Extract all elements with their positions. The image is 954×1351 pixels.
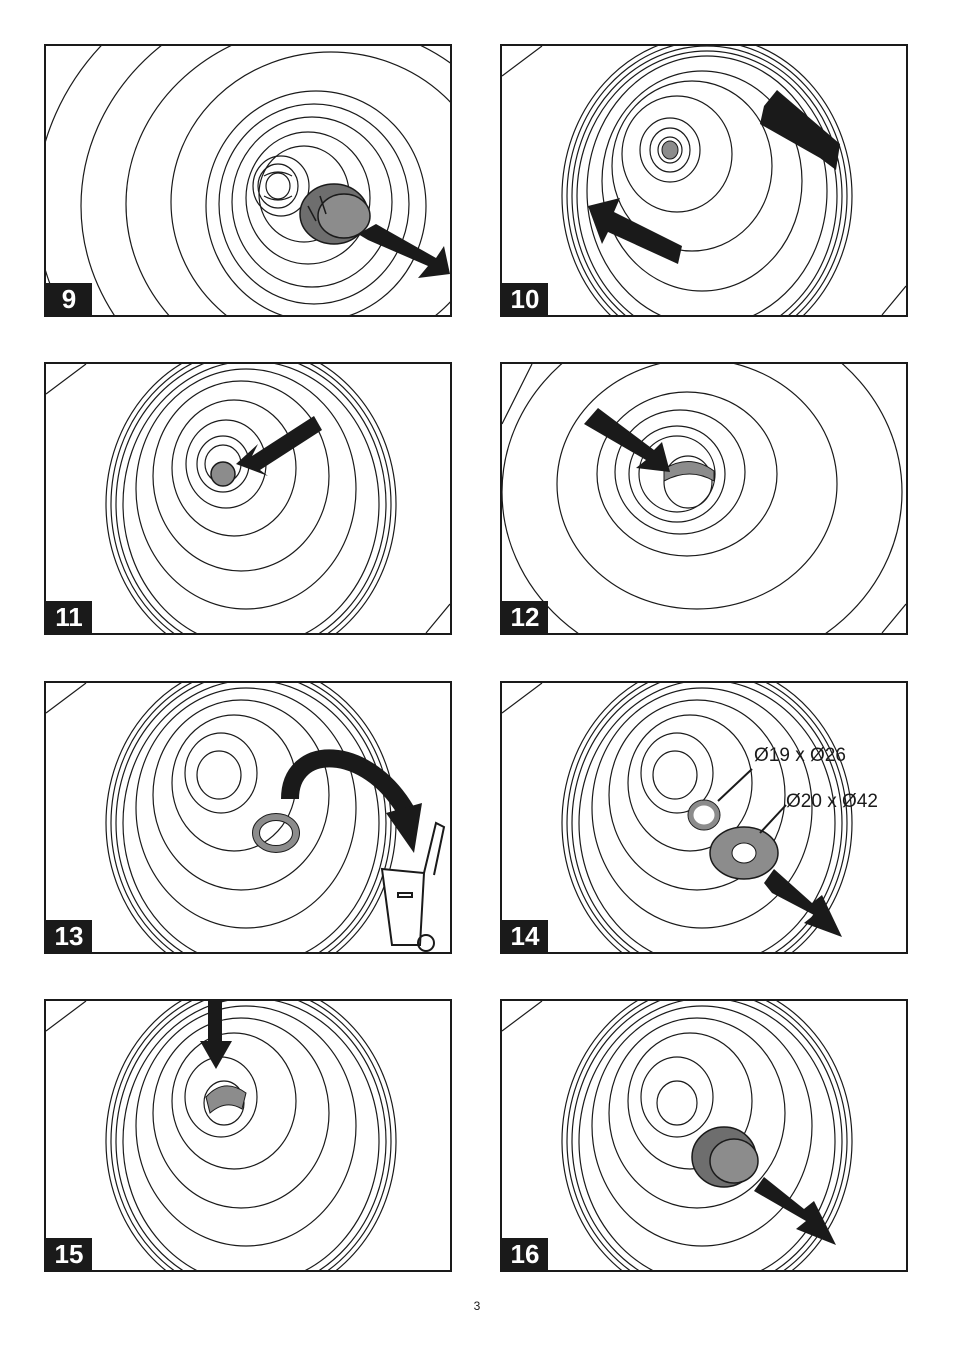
axle-tip <box>662 141 678 159</box>
pointer-line <box>718 769 752 801</box>
wheel-hub-illustration <box>502 364 906 633</box>
arrow-icon <box>584 408 670 472</box>
wheel-hub-illustration <box>502 46 906 315</box>
step-number-badge: 15 <box>46 1238 92 1270</box>
wheel-hub-illustration <box>46 683 450 952</box>
curved-arrow-icon <box>290 758 406 811</box>
page-number: 3 <box>0 1299 954 1313</box>
washer-large-dimension: Ø20 x Ø42 <box>786 791 878 813</box>
wheel-hub-illustration <box>46 364 450 633</box>
arrow-icon <box>200 1001 232 1069</box>
arrow-icon <box>588 198 682 264</box>
step-number-badge: 14 <box>502 920 548 952</box>
arrow-icon <box>236 416 322 476</box>
step-number-badge: 10 <box>502 283 548 315</box>
step-16-panel: 16 <box>500 999 908 1272</box>
step-14-panel: Ø19 x Ø26 Ø20 x Ø42 14 <box>500 681 908 954</box>
step-13-panel: 13 <box>44 681 452 954</box>
step-10-panel: 10 <box>500 44 908 317</box>
wheel-hub-illustration <box>46 1001 450 1270</box>
step-9-panel: 9 <box>44 44 452 317</box>
step-number-badge: 11 <box>46 601 92 633</box>
step-12-panel: 12 <box>500 362 908 635</box>
axle-tip <box>211 462 235 486</box>
hub-cap <box>692 1127 758 1187</box>
washer-small-dimension: Ø19 x Ø26 <box>754 745 846 767</box>
arrow-icon <box>754 1177 836 1245</box>
small-washer <box>691 803 717 827</box>
step-number-badge: 16 <box>502 1238 548 1270</box>
wheel-hub-illustration <box>46 46 450 315</box>
step-15-panel: 15 <box>44 999 452 1272</box>
arrow-icon <box>764 869 842 937</box>
step-number-badge: 13 <box>46 920 92 952</box>
arrow-icon <box>358 224 450 278</box>
step-11-panel: 11 <box>44 362 452 635</box>
retaining-clip <box>664 461 714 481</box>
wheel-hub-illustration <box>502 683 906 952</box>
step-number-badge: 12 <box>502 601 548 633</box>
retaining-clip <box>206 1086 246 1113</box>
wheel-hub-illustration <box>502 1001 906 1270</box>
step-number-badge: 9 <box>46 283 92 315</box>
